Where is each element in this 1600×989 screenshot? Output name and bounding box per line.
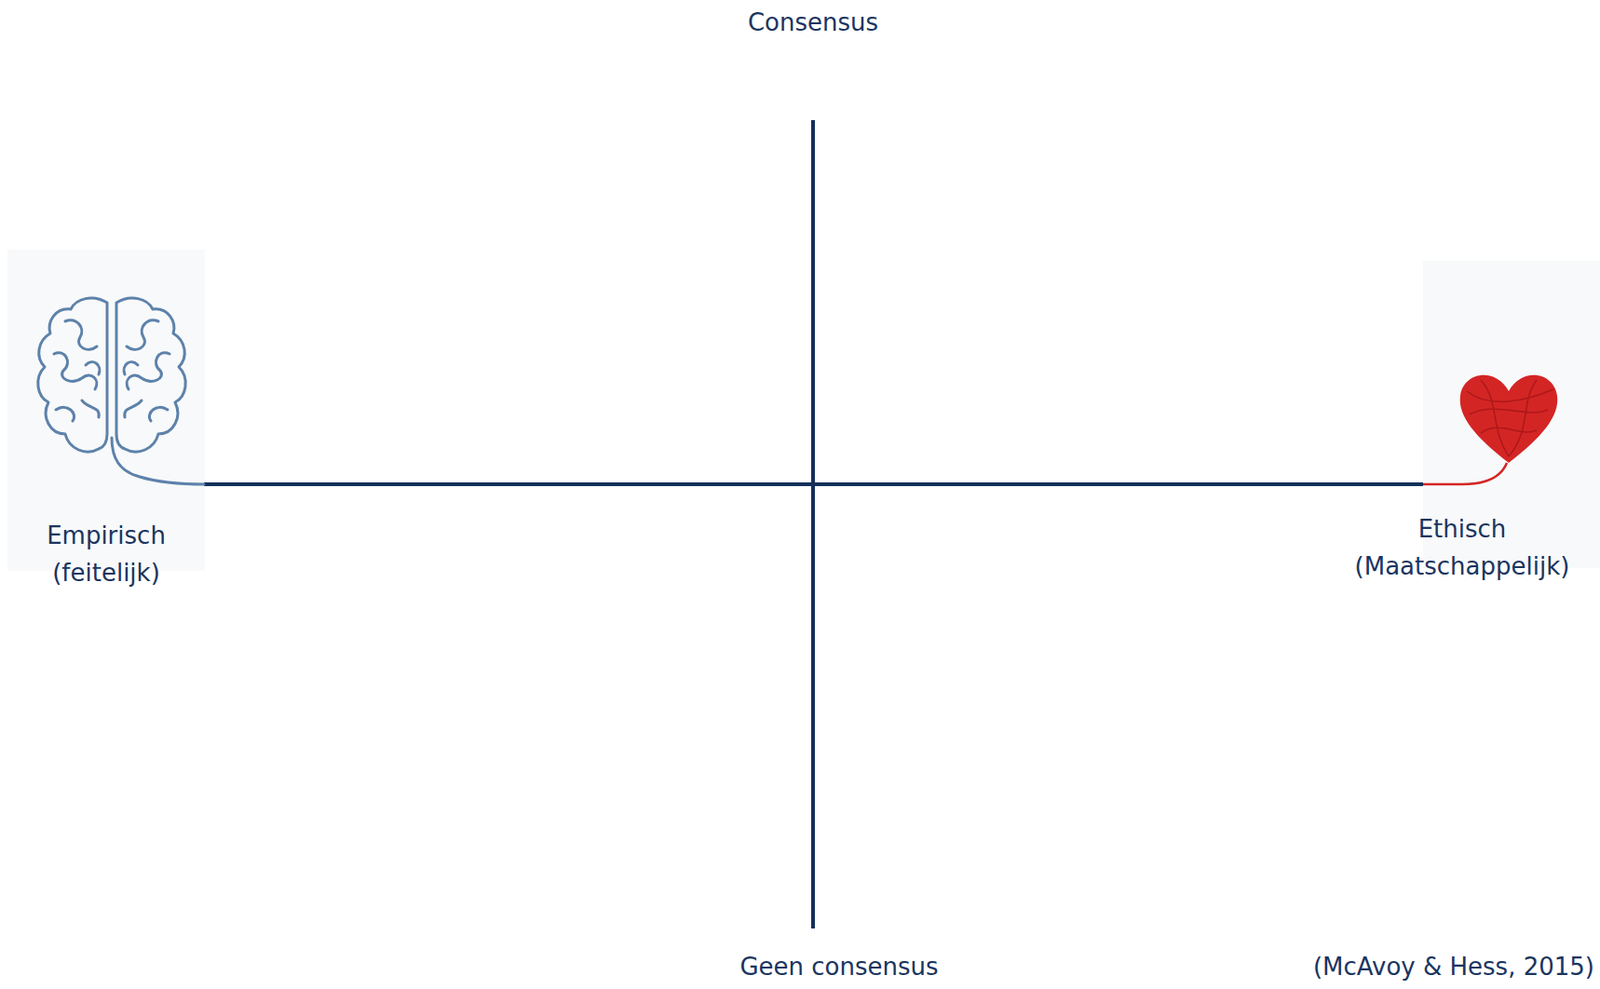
citation: (McAvoy & Hess, 2015) [1313, 948, 1595, 986]
axis-end-label: Empirisch (feitelijk) [27, 516, 186, 592]
axis-label: Geen consensus [739, 948, 938, 986]
brain-icon [38, 298, 204, 485]
heart-icon [1423, 375, 1558, 485]
horizontal-axis [203, 482, 1424, 487]
axis-end-label: Ethisch (Maatschappelijk) [1336, 510, 1588, 585]
axis-label: Consensus [747, 3, 879, 41]
vertical-axis [811, 120, 815, 929]
